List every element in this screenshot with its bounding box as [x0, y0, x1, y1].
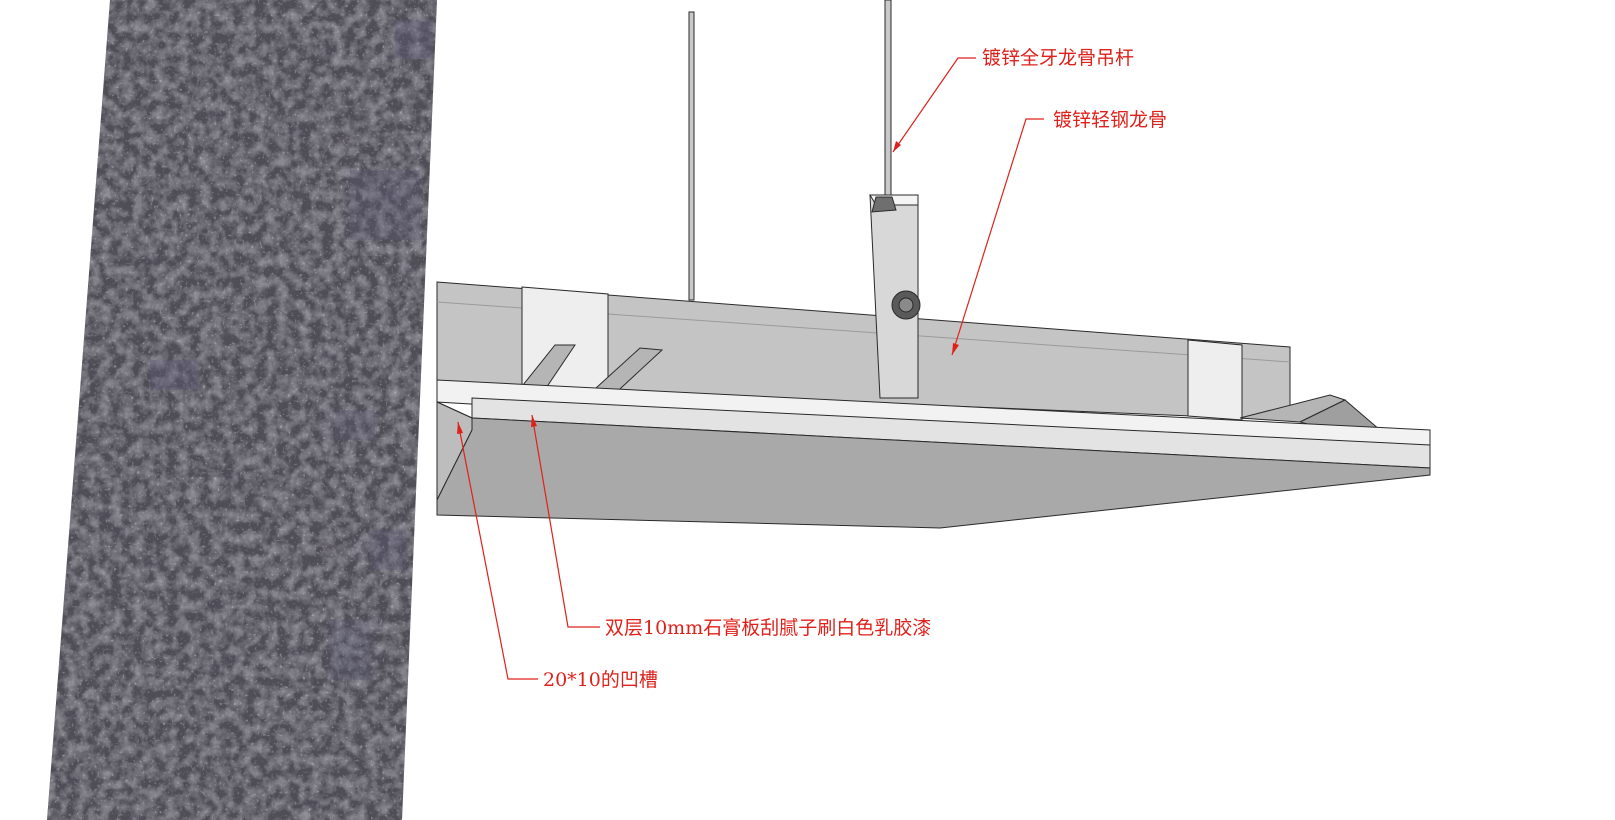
- callout-gypsum-board: 双层10mm石膏板刮腻子刷白色乳胶漆: [531, 414, 931, 639]
- callout-label-light-steel-keel: 镀锌轻钢龙骨: [1053, 109, 1167, 131]
- callout-groove: 20*10的凹槽: [457, 421, 658, 691]
- hanger-rod-right: [884, 0, 892, 201]
- callout-label-hanger-rod: 镀锌全牙龙骨吊杆: [982, 47, 1134, 69]
- callout-light-steel-keel: 镀锌轻钢龙骨: [951, 109, 1167, 356]
- c-channel-right: [1239, 394, 1382, 431]
- bolt-nut: [891, 290, 921, 320]
- callout-hanger-rod: 镀锌全牙龙骨吊杆: [892, 47, 1134, 153]
- concrete-wall: [47, 0, 437, 820]
- keel-clip-right: [1187, 339, 1243, 421]
- callout-label-groove: 20*10的凹槽: [543, 669, 658, 691]
- hanger-rod-left: [688, 11, 695, 301]
- callout-label-gypsum-board: 双层10mm石膏板刮腻子刷白色乳胶漆: [605, 616, 931, 639]
- rod-hook: [871, 196, 897, 213]
- gypsum-board: [436, 379, 1431, 529]
